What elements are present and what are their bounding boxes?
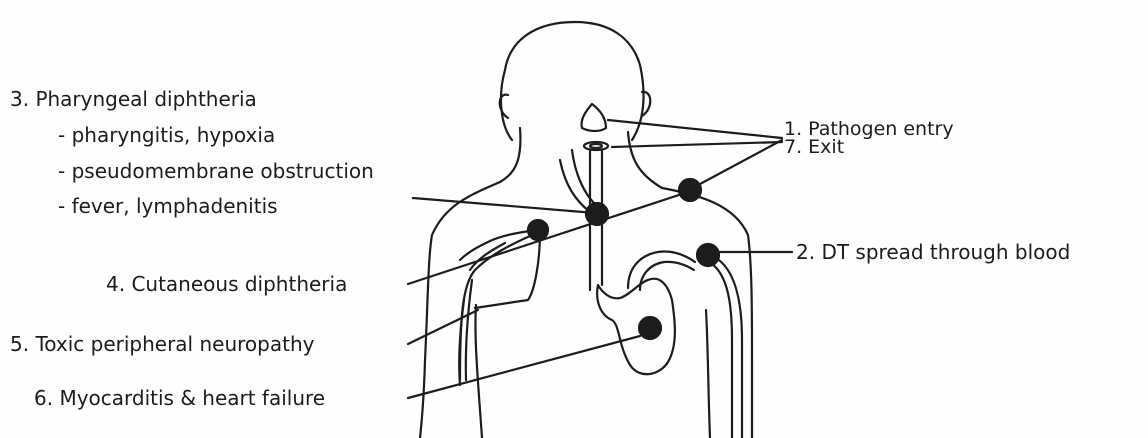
blood-vessel-right-inner <box>712 264 732 438</box>
left-arm-nerve-2 <box>460 236 530 380</box>
shoulder-dot <box>679 179 701 201</box>
label-cutaneous-diphtheria: 4. Cutaneous diphtheria <box>106 273 347 295</box>
leader-exit-bottom <box>612 142 782 147</box>
blood-entry-dot <box>697 244 719 266</box>
blood-vessel-right-outer <box>716 258 742 438</box>
leader-cutaneous <box>408 192 688 284</box>
label-toxic-neuropathy: 5. Toxic peripheral neuropathy <box>10 333 314 355</box>
leader-pharyngeal <box>413 198 595 213</box>
left-arm-nerve-3 <box>470 243 505 270</box>
torso-right-side <box>706 310 710 438</box>
nasal-cavity <box>582 104 606 131</box>
left-arm-nerve-5 <box>466 280 472 380</box>
neck-right <box>628 132 662 188</box>
leader-entry-shoulder <box>700 140 782 184</box>
heart-dot <box>639 317 661 339</box>
pharyngeal-symptom-1: - pharyngitis, hypoxia <box>58 124 275 146</box>
pharynx-ring-inner <box>590 144 602 148</box>
left-shoulder-arm <box>420 182 500 438</box>
label-dt-spread-blood: 2. DT spread through blood <box>796 241 1070 263</box>
label-exit: 7. Exit <box>784 138 844 156</box>
pharyngeal-symptom-3: - fever, lymphadenitis <box>58 195 278 217</box>
left-arm-nerve-4 <box>459 300 464 385</box>
torso-left-side <box>475 305 482 438</box>
pharyngeal-symptom-2: - pseudomembrane obstruction <box>58 160 374 182</box>
label-myocarditis: 6. Myocarditis & heart failure <box>34 387 325 409</box>
lymph-node-dot <box>528 220 548 240</box>
pharyngeal-heading: 3. Pharyngeal diphtheria <box>10 88 257 110</box>
heart-outline <box>597 279 675 375</box>
leader-myocarditis <box>408 336 640 398</box>
